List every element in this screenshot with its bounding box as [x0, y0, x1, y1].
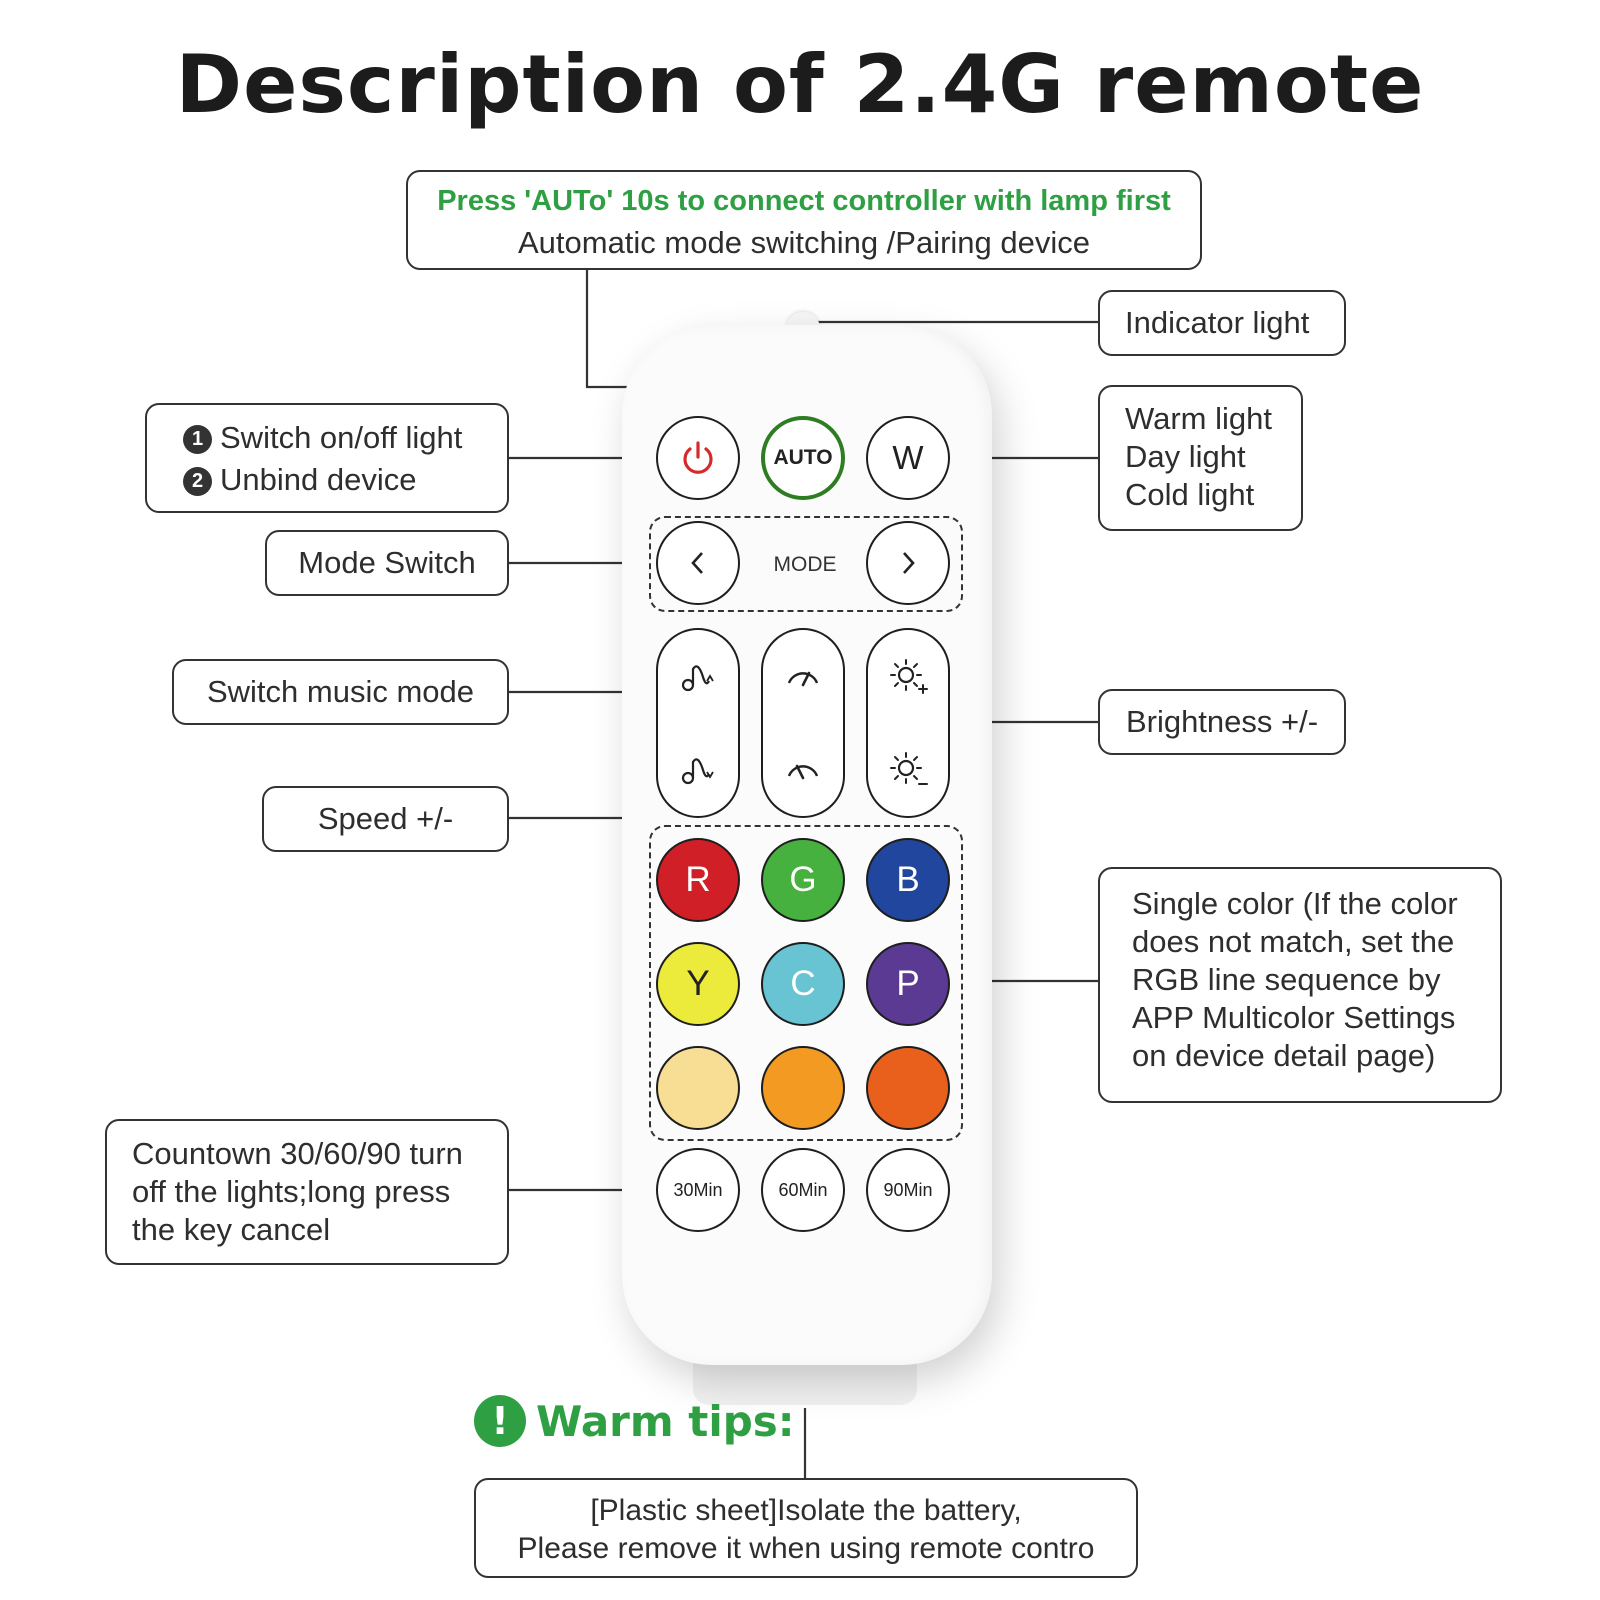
music-down-icon [681, 757, 714, 784]
color-button-orange[interactable] [761, 1046, 845, 1130]
color-label-p: P [896, 964, 920, 1003]
number-1-badge: 1 [183, 425, 212, 454]
timer-30-button[interactable]: 30Min [656, 1148, 740, 1232]
speed-down-button[interactable] [763, 723, 843, 816]
chevron-right-icon [903, 552, 915, 574]
warm-tips-title: Warm tips: [536, 1396, 795, 1446]
timer-90-button[interactable]: 90Min [866, 1148, 950, 1232]
speed-callout: Speed +/- [262, 786, 509, 852]
power-button[interactable] [656, 416, 740, 500]
white-callout-cold: Cold light [1125, 477, 1255, 512]
brightness-pill [866, 628, 950, 818]
single-color-line-2: does not match, set the [1132, 924, 1455, 959]
music-callout: Switch music mode [172, 659, 509, 725]
speedometer-down-icon [787, 764, 819, 779]
brightness-up-button[interactable] [868, 630, 948, 723]
single-color-line-5: on device detail page) [1132, 1038, 1436, 1073]
single-color-line-1: Single color (If the color [1132, 886, 1458, 921]
indicator-callout-text: Indicator light [1125, 305, 1310, 340]
color-button-r[interactable]: R [656, 838, 740, 922]
auto-label: AUTO [773, 446, 833, 469]
auto-callout-heading: Press 'AUTo' 10s to connect controller w… [437, 185, 1171, 217]
color-label-b: B [896, 860, 920, 899]
tips-line-1: [Plastic sheet]Isolate the battery, [590, 1494, 1022, 1527]
color-button-red-orange[interactable] [866, 1046, 950, 1130]
mode-next-button[interactable] [866, 521, 950, 605]
single-color-line-3: RGB line sequence by [1132, 962, 1441, 997]
mode-callout-text: Mode Switch [298, 545, 476, 580]
chevron-left-icon [691, 552, 703, 574]
music-callout-text: Switch music mode [206, 674, 475, 709]
sun-minus-icon [890, 751, 928, 785]
auto-callout: Press 'AUTo' 10s to connect controller w… [406, 170, 1202, 270]
speed-pill [761, 628, 845, 818]
white-callout-day: Day light [1125, 439, 1246, 474]
color-button-warm[interactable] [656, 1046, 740, 1130]
brightness-callout-text: Brightness +/- [1125, 704, 1319, 739]
single-color-line-4: APP Multicolor Settings [1132, 1000, 1456, 1035]
power-callout-line1: 1 Switch on/off light [183, 419, 507, 457]
brightness-down-button[interactable] [868, 723, 948, 816]
power-callout: 1 Switch on/off light 2 Unbind device [145, 403, 509, 513]
sun-plus-icon [890, 658, 928, 694]
speed-up-button[interactable] [763, 630, 843, 723]
mode-label: MODE [773, 553, 837, 576]
timer-90-label: 90Min [883, 1179, 933, 1200]
auto-callout-text: Automatic mode switching /Pairing device [517, 225, 1091, 260]
color-button-g[interactable]: G [761, 838, 845, 922]
timer-30-label: 30Min [673, 1179, 723, 1200]
speed-callout-text: Speed +/- [317, 801, 454, 836]
music-pill [656, 628, 740, 818]
countdown-callout: Countown 30/60/90 turn off the lights;lo… [105, 1119, 509, 1265]
color-button-b[interactable]: B [866, 838, 950, 922]
mode-callout: Mode Switch [265, 530, 509, 596]
white-label: W [892, 439, 924, 476]
power-callout-line2: 2 Unbind device [183, 461, 507, 499]
power-icon [683, 441, 713, 474]
speedometer-up-icon [787, 671, 819, 686]
countdown-line-3: the key cancel [132, 1212, 331, 1247]
exclamation-icon: ! [474, 1395, 526, 1447]
power-callout-text1: Switch on/off light [220, 420, 463, 455]
auto-button[interactable]: AUTO [761, 416, 845, 500]
color-label-c: C [790, 964, 816, 1003]
countdown-line-1: Countown 30/60/90 turn [132, 1136, 463, 1171]
indicator-callout: Indicator light [1098, 290, 1346, 356]
white-callout: Warm light Day light Cold light [1098, 385, 1303, 531]
color-label-r: R [685, 860, 711, 899]
color-button-c[interactable]: C [761, 942, 845, 1026]
color-label-y: Y [686, 964, 710, 1003]
mode-group [649, 516, 963, 612]
music-down-button[interactable] [658, 723, 738, 816]
color-label-g: G [789, 860, 817, 899]
timer-60-label: 60Min [778, 1179, 828, 1200]
music-up-button[interactable] [658, 630, 738, 723]
color-button-y[interactable]: Y [656, 942, 740, 1026]
number-2-badge: 2 [183, 467, 212, 496]
page-title: Description of 2.4G remote [175, 38, 1425, 131]
tips-line-2: Please remove it when using remote contr… [517, 1532, 1095, 1565]
color-button-p[interactable]: P [866, 942, 950, 1026]
brightness-callout: Brightness +/- [1098, 689, 1346, 755]
single-color-callout: Single color (If the color does not matc… [1098, 867, 1502, 1103]
warm-tips-heading: ! Warm tips: [474, 1395, 795, 1447]
color-group [649, 825, 963, 1141]
music-up-icon [681, 664, 714, 691]
mode-prev-button[interactable] [656, 521, 740, 605]
countdown-line-2: off the lights;long press [132, 1174, 451, 1209]
white-button[interactable]: W [866, 416, 950, 500]
power-callout-text2: Unbind device [220, 462, 417, 497]
timer-60-button[interactable]: 60Min [761, 1148, 845, 1232]
tips-callout: [Plastic sheet]Isolate the battery, Plea… [474, 1478, 1138, 1578]
white-callout-warm: Warm light [1125, 401, 1272, 436]
